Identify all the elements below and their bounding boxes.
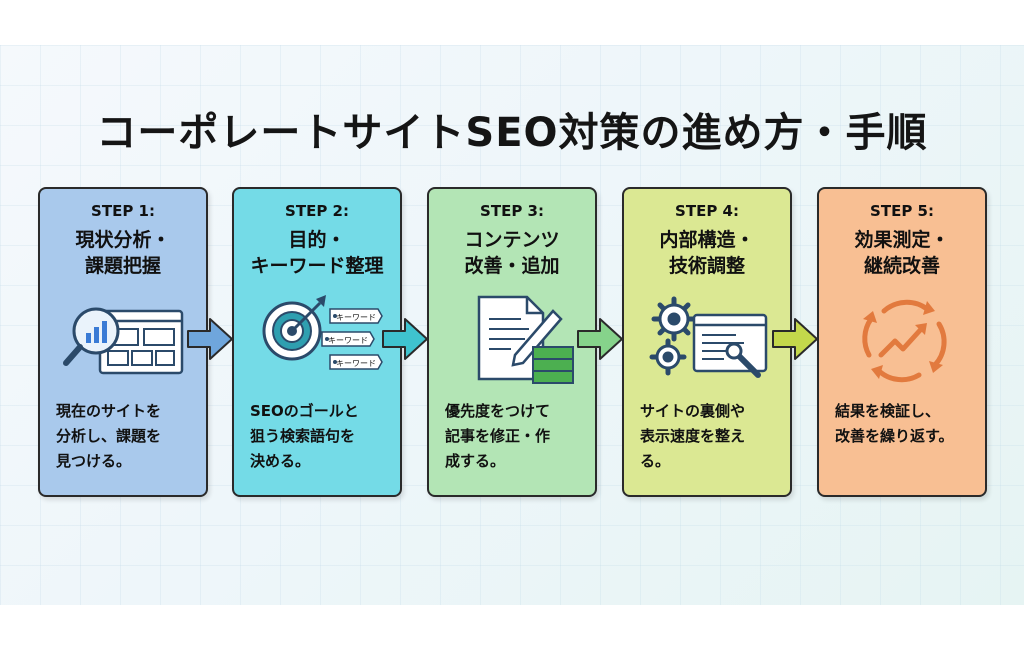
- step-description-line: 優先度をつけて: [445, 402, 551, 420]
- step-card-2: STEP 2: 目的・ キーワード整理 キーワード キーワード キーワード SE…: [232, 187, 402, 497]
- step-label: STEP 4:: [675, 202, 739, 220]
- step-label: STEP 3:: [480, 202, 544, 220]
- step-title-line: 継続改善: [863, 255, 940, 277]
- step-title: 内部構造・ 技術調整: [624, 227, 790, 279]
- cycle-growth-icon: [862, 299, 947, 383]
- step-title: 効果測定・ 継続改善: [819, 227, 985, 279]
- step-description-line: 決める。: [250, 452, 311, 470]
- step-description: 優先度をつけて 記事を修正・作 成する。: [445, 399, 587, 474]
- gears-code-icon: [649, 296, 768, 378]
- step-description-line: 結果を検証し、: [835, 402, 941, 420]
- step-label: STEP 5:: [870, 202, 934, 220]
- step-title-line: 技術調整: [668, 255, 745, 277]
- flow-arrow-3: [577, 318, 623, 360]
- step-title: コンテンツ 改善・追加: [429, 227, 595, 279]
- step-card-1: STEP 1: 現状分析・ 課題把握 現在のサイトを 分析し、課題を 見つける。: [38, 187, 208, 497]
- step-description-line: 記事を修正・作: [445, 427, 551, 445]
- flow-arrow-1: [187, 318, 233, 360]
- step-description: サイトの裏側や 表示速度を整え る。: [640, 399, 782, 474]
- step-title-line: 内部構造・: [659, 229, 755, 251]
- keyword-tag: キーワード: [329, 308, 383, 324]
- step-title-line: 課題把握: [84, 255, 161, 277]
- svg-text:キーワード: キーワード: [328, 336, 368, 345]
- step-title-line: キーワード整理: [250, 255, 384, 277]
- step-card-5: STEP 5: 効果測定・ 継続改善 結果を検証し、 改善を繰り返す。: [817, 187, 987, 497]
- step-description-line: SEOのゴールと: [250, 402, 359, 420]
- step-card-3: STEP 3: コンテンツ 改善・追加 優先度をつけて 記事を修正・作 成する。: [427, 187, 597, 497]
- step-title-line: 目的・: [288, 229, 346, 251]
- document-pencil-icon: [477, 295, 574, 384]
- step-description-line: 分析し、課題を: [56, 427, 162, 445]
- step-title-line: 改善・追加: [464, 255, 560, 277]
- step-description-line: 成する。: [445, 452, 506, 470]
- step-description-line: 表示速度を整え: [640, 427, 746, 445]
- step-description-line: 改善を繰り返す。: [835, 427, 954, 445]
- step-card-4: STEP 4: 内部構造・ 技術調整 サイトの裏側や 表示速度を整え: [622, 187, 792, 497]
- step-title: 目的・ キーワード整理: [234, 227, 400, 279]
- step-description-line: サイトの裏側や: [640, 402, 746, 420]
- magnifier-site-analysis-icon: [63, 307, 184, 375]
- page-title: コーポレートサイトSEO対策の進め方・手順: [96, 110, 928, 156]
- step-description-line: 現在のサイトを: [56, 402, 162, 420]
- flow-arrow-2: [382, 318, 428, 360]
- keyword-tag: キーワード: [329, 354, 383, 370]
- step-title-line: コンテンツ: [464, 229, 560, 251]
- flow-arrow-4: [772, 318, 818, 360]
- step-title: 現状分析・ 課題把握: [40, 227, 206, 279]
- svg-text:キーワード: キーワード: [336, 359, 376, 368]
- step-label: STEP 2:: [285, 202, 349, 220]
- svg-text:キーワード: キーワード: [336, 313, 376, 322]
- step-description: SEOのゴールと 狙う検索語句を 決める。: [250, 399, 392, 474]
- keyword-tag: キーワード: [321, 331, 375, 347]
- step-title-line: 効果測定・: [854, 229, 950, 251]
- step-description-line: 狙う検索語句を: [250, 427, 356, 445]
- step-label: STEP 1:: [91, 202, 155, 220]
- step-description: 結果を検証し、 改善を繰り返す。: [835, 399, 977, 449]
- target-keyword-icon: キーワード キーワード キーワード: [262, 295, 383, 370]
- step-description-line: 見つける。: [56, 452, 132, 470]
- step-description: 現在のサイトを 分析し、課題を 見つける。: [56, 399, 198, 474]
- step-description-line: る。: [640, 452, 671, 470]
- step-title-line: 現状分析・: [75, 229, 171, 251]
